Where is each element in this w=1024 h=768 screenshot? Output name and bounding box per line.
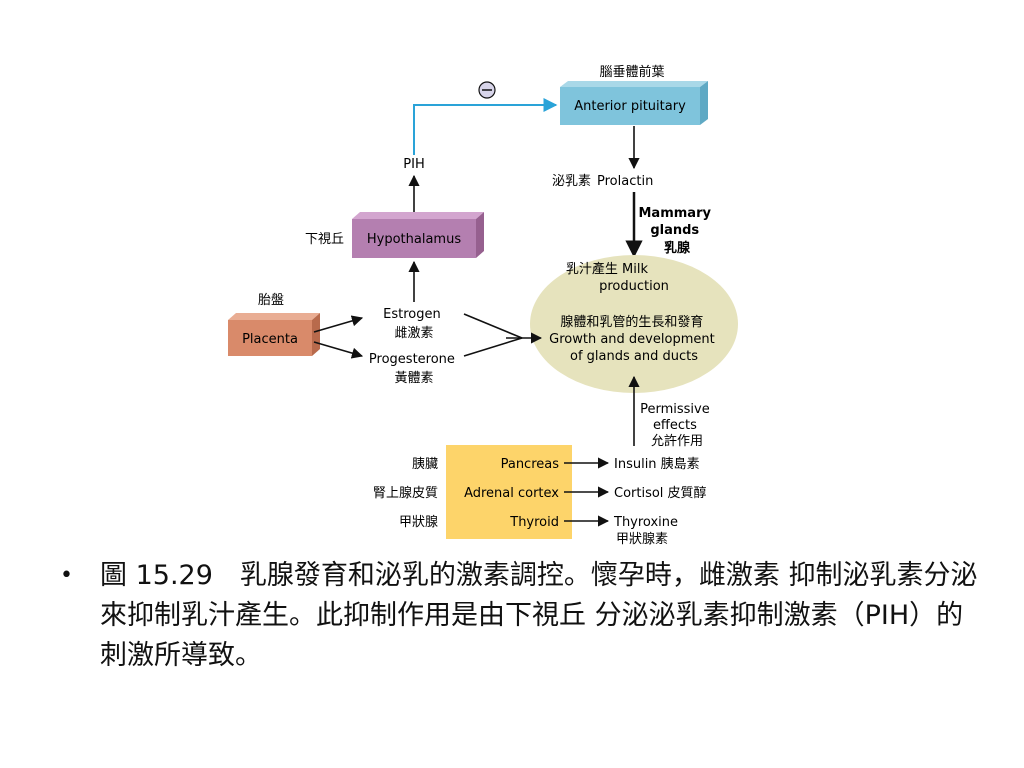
bullet-point: • [60, 563, 73, 588]
anterior-pituitary-label: Anterior pituitary [574, 99, 686, 114]
placenta-to-estrogen-arrow [313, 315, 364, 333]
mammary-effects-ellipse [530, 255, 738, 393]
anterior-pituitary-zh-label: 腦垂體前葉 [599, 64, 664, 80]
thyroid-zh-label: 甲狀腺 [399, 515, 438, 530]
hypothalamus-label: Hypothalamus [367, 232, 461, 247]
caption-text: 圖 15.29 乳腺發育和泌乳的激素調控。懷孕時，雌激素 抑制泌乳素分泌來抑制乳… [100, 560, 978, 671]
pih-label: PIH [403, 157, 424, 172]
thyroid-label: Thyroid [509, 515, 559, 530]
inhibition-symbol [478, 81, 496, 99]
adrenal-cortex-label: Adrenal cortex [464, 486, 559, 501]
pancreas-zh-label: 胰臟 [412, 457, 438, 472]
cortisol-label: Cortisol 皮質醇 [614, 485, 707, 501]
progesterone-label: Progesterone 黃體素 [369, 352, 459, 386]
figure-caption: • 圖 15.29 乳腺發育和泌乳的激素調控。懷孕時，雌激素 抑制泌乳素分泌來抑… [60, 556, 980, 676]
hypothalamus-box: Hypothalamus [352, 212, 484, 258]
anterior-pituitary-box: Anterior pituitary [560, 81, 708, 125]
placenta-to-progesterone-arrow [313, 341, 364, 359]
thyroxine-label: Thyroxine 甲狀腺素 [613, 515, 682, 545]
mammary-glands-label: Mammary glands 乳腺 [639, 206, 716, 256]
placenta-zh-label: 胎盤 [258, 293, 284, 308]
hypothalamus-zh-label: 下視丘 [305, 232, 344, 247]
progesterone-converge-line [463, 337, 523, 357]
insulin-label: Insulin 胰島素 [614, 457, 700, 472]
hormone-diagram: Anterior pituitary 腦垂體前葉 PIH Hypothalamu… [228, 64, 738, 545]
estrogen-label: Estrogen 雌激素 [383, 307, 445, 341]
pancreas-label: Pancreas [501, 457, 560, 472]
estrogen-converge-line [463, 313, 523, 339]
pih-inhibition-line [413, 98, 558, 155]
adrenal-zh-label: 腎上腺皮質 [373, 486, 438, 501]
endocrine-glands-panel [446, 445, 572, 539]
growth-label: 腺體和乳管的生長和發育 Growth and development of gl… [549, 314, 719, 364]
milk-production-label: 乳汁產生 Milk production [566, 261, 669, 294]
placenta-label: Placenta [242, 332, 298, 347]
permissive-effects-label: Permissive effects 允許作用 [640, 402, 714, 449]
placenta-box: Placenta [228, 313, 320, 356]
